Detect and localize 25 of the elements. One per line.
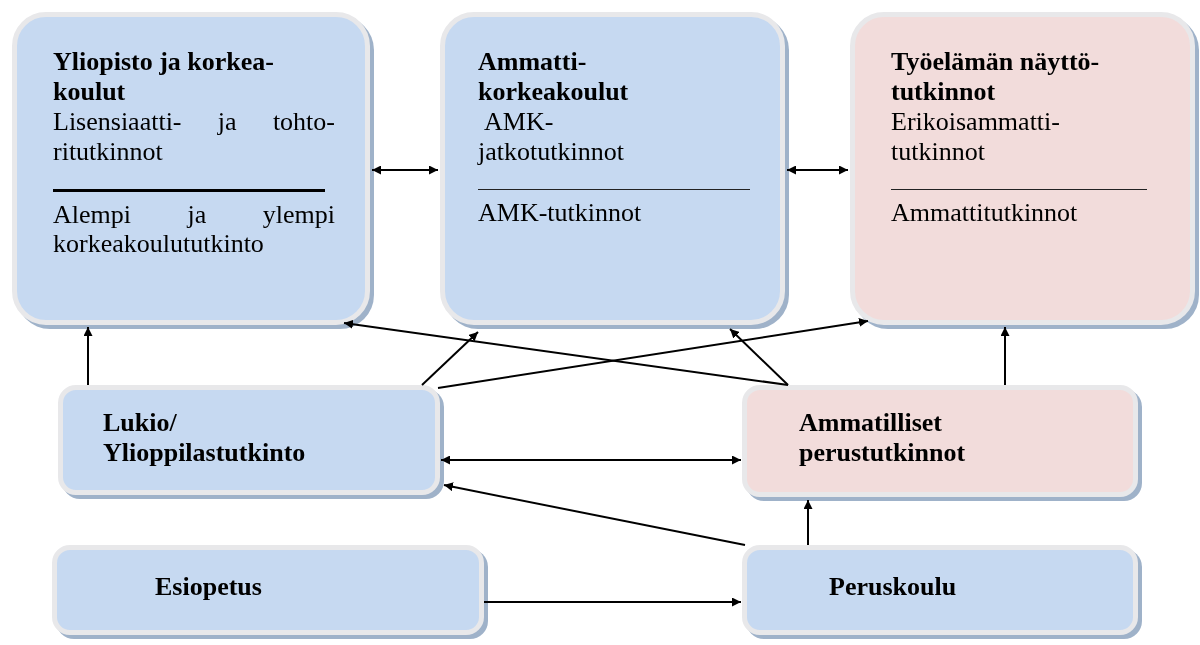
arrow [421,331,479,386]
box-heading: Ammatilliset perustutkinnot [799,408,967,468]
box-heading: Työelämän näyttö- tutkinnot [891,47,1101,107]
arrow [443,482,746,546]
box-text: AMK-tutkinnot [478,197,643,228]
box-heading: Yliopisto ja korkea- koulut [53,47,275,107]
arrow [483,597,742,607]
box-heading: Esiopetus [155,572,263,602]
box-heading: Peruskoulu [829,572,958,602]
arrow [371,165,439,175]
arrow [729,328,789,386]
box-text: Alempi ja ylempi korkeakoulututkinto [53,199,335,260]
arrow [1000,326,1010,386]
arrow [440,455,742,465]
box-heading: Ammatti- korkeakoulut [478,47,630,107]
box-heading: Lukio/ Ylioppilastutkinto [103,408,307,468]
box-text: AMK- jatkotutkinnot [478,106,625,167]
arrow [343,319,789,386]
box-text: Erikoisammatti- tutkinnot [891,106,1061,167]
arrow [786,165,849,175]
arrow [803,499,813,546]
box-text: Ammattitutkinnot [891,197,1079,228]
arrow [437,317,869,389]
box-text: Lisensiaatti- ja tohto- ritutkinnot [53,106,335,167]
arrow [83,326,93,386]
